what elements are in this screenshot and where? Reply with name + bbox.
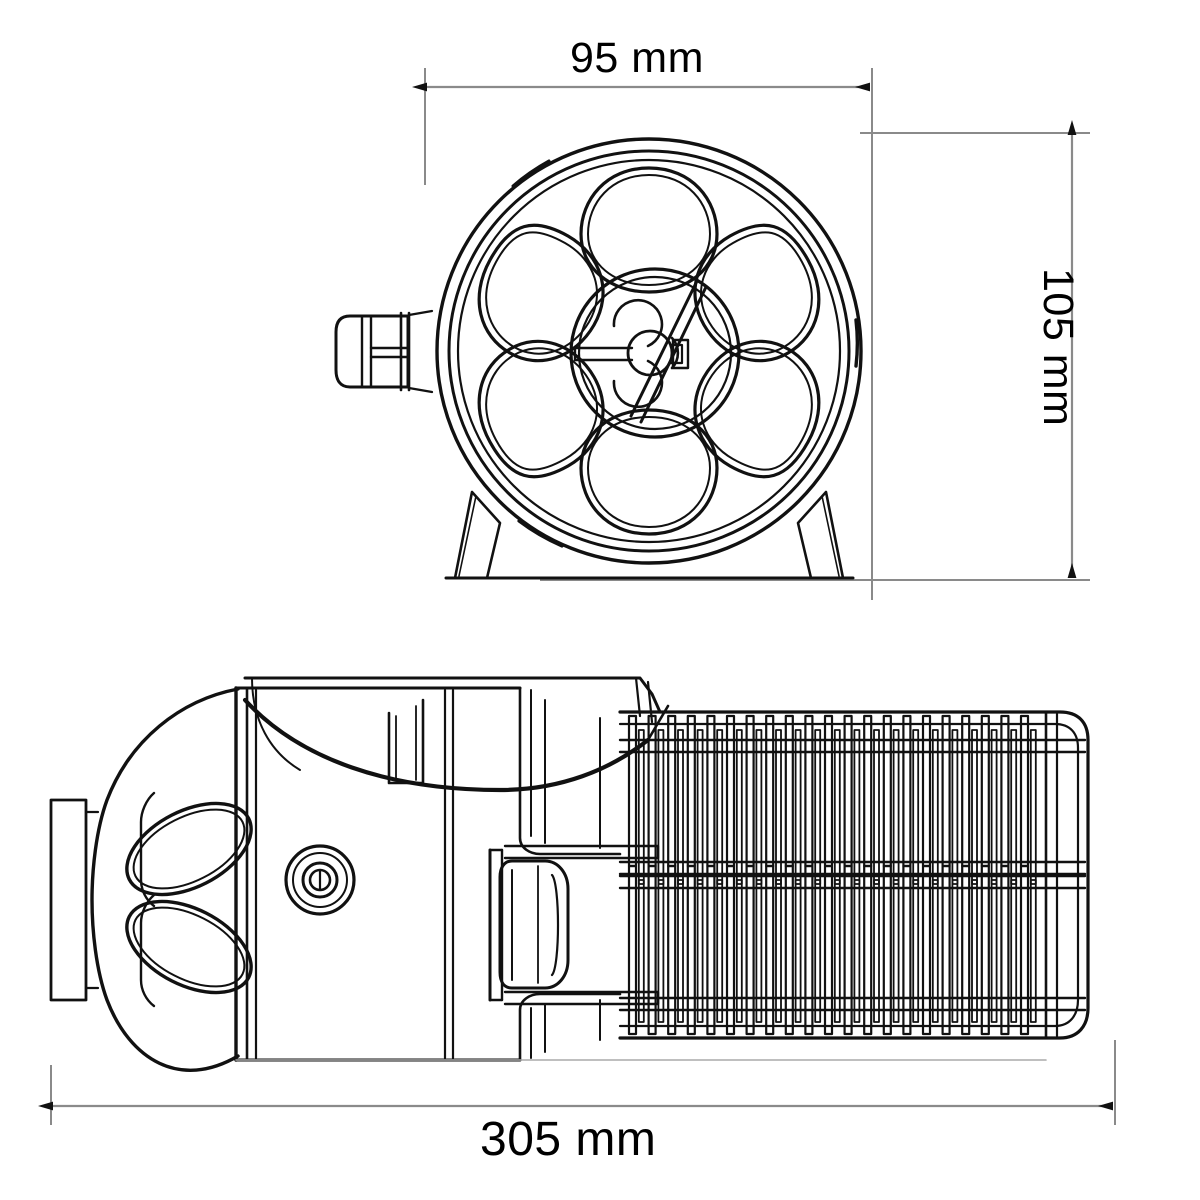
dimension-length-305mm xyxy=(38,1040,1116,1125)
dimension-width-95mm xyxy=(412,68,873,600)
front-view-legs xyxy=(444,490,855,580)
opening-bottom xyxy=(579,408,719,536)
strainer-slot xyxy=(843,864,853,1036)
dimension-layer xyxy=(38,68,1116,1125)
strainer-slot xyxy=(951,879,959,1023)
dimension-label-width: 95 mm xyxy=(570,34,704,82)
strainer-slot xyxy=(765,864,775,1036)
strainer-slot xyxy=(1010,879,1018,1023)
side-view-strainer-cage xyxy=(618,710,1090,1040)
strainer-slot xyxy=(686,714,696,868)
strainer-slot xyxy=(843,714,853,868)
strainer-slot xyxy=(863,864,873,1036)
strainer-slot xyxy=(696,879,704,1023)
strainer-slot xyxy=(725,714,736,868)
strainer-slot xyxy=(745,864,755,1036)
opening-upper-right xyxy=(693,223,821,363)
strainer-slot xyxy=(980,714,990,868)
strainer-slots-lower xyxy=(627,864,1037,1036)
strainer-slot xyxy=(784,714,794,868)
strainer-slot xyxy=(902,864,912,1036)
opening-lower-left xyxy=(477,339,605,479)
side-view-latch-tab xyxy=(488,844,660,1006)
side-view-top-cover xyxy=(242,676,670,793)
strainer-slot xyxy=(784,864,794,1036)
strainer-slot xyxy=(863,714,873,868)
strainer-slot xyxy=(912,879,920,1023)
side-view-intake-slots xyxy=(125,801,253,995)
strainer-slot xyxy=(775,879,782,1023)
strainer-slot xyxy=(647,864,657,1036)
side-view-rear-stub xyxy=(49,798,100,1002)
strainer-slot xyxy=(1019,714,1030,868)
opening-top xyxy=(579,166,719,294)
strainer-slot xyxy=(637,879,645,1023)
side-view-dome-nose xyxy=(90,687,253,1072)
strainer-slot xyxy=(882,714,892,868)
strainer-slot xyxy=(667,864,677,1036)
strainer-slot xyxy=(677,879,684,1023)
strainer-slot xyxy=(961,714,971,868)
strainer-slot xyxy=(921,714,932,868)
strainer-slot xyxy=(814,879,822,1023)
dimension-label-height: 105 mm xyxy=(1034,268,1082,427)
strainer-slot xyxy=(725,864,736,1036)
strainer-slot xyxy=(804,714,814,868)
strainer-slot xyxy=(931,879,939,1023)
strainer-slot xyxy=(667,714,677,868)
strainer-slot xyxy=(823,864,834,1036)
strainer-slot xyxy=(706,714,716,868)
strainer-slot xyxy=(794,879,802,1023)
front-view-openings xyxy=(477,166,821,536)
front-view-inlet-connector xyxy=(334,309,434,394)
strainer-slot xyxy=(873,879,880,1023)
strainer-slot xyxy=(627,864,638,1036)
strainer-slot xyxy=(902,714,912,868)
strainer-slot xyxy=(647,714,657,868)
strainer-slot xyxy=(941,864,951,1036)
strainer-slot xyxy=(892,879,900,1023)
strainer-slot xyxy=(1019,864,1030,1036)
dimension-label-length: 305 mm xyxy=(480,1113,657,1166)
strainer-slot xyxy=(804,864,814,1036)
strainer-slot xyxy=(941,714,951,868)
strainer-slot xyxy=(921,864,932,1036)
strainer-slot xyxy=(755,879,763,1023)
strainer-slot xyxy=(961,864,971,1036)
strainer-slot xyxy=(823,714,834,868)
strainer-slot xyxy=(765,714,775,868)
front-view-hub xyxy=(569,267,741,439)
side-view-port xyxy=(284,844,356,916)
opening-lower-right xyxy=(693,339,821,479)
strainer-slot xyxy=(745,714,755,868)
strainer-slot xyxy=(1000,714,1010,868)
front-view xyxy=(334,137,863,580)
strainer-slot xyxy=(716,879,724,1023)
front-view-outer-ring xyxy=(435,137,863,565)
strainer-slot xyxy=(833,879,841,1023)
strainer-slot xyxy=(686,864,696,1036)
strainer-slot xyxy=(971,879,978,1023)
strainer-slot xyxy=(657,879,665,1023)
front-view-rim-marks xyxy=(511,159,860,548)
strainer-slot xyxy=(735,879,743,1023)
strainer-slot xyxy=(882,864,892,1036)
dimension-height-105mm xyxy=(540,120,1090,581)
side-view-shoulder xyxy=(518,686,622,1062)
strainer-slot xyxy=(990,879,998,1023)
side-view xyxy=(49,676,1090,1072)
strainer-slot xyxy=(853,879,861,1023)
strainer-slot xyxy=(706,864,716,1036)
strainer-slot xyxy=(1029,879,1037,1023)
strainer-slot xyxy=(980,864,990,1036)
strainer-slot xyxy=(1000,864,1010,1036)
side-view-body-housing xyxy=(234,686,522,1062)
strainer-slot xyxy=(627,714,638,868)
opening-upper-left xyxy=(477,223,605,363)
